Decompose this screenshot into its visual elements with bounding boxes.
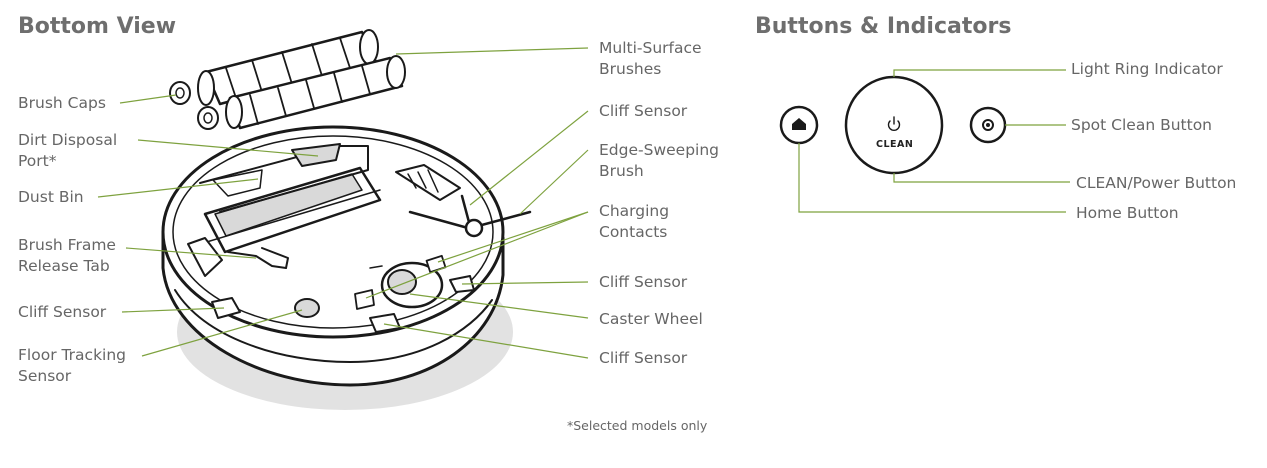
label-cliff-sensor-left: Cliff Sensor [18,303,107,321]
home-icon [792,118,806,130]
leader-lines-buttons [798,69,1070,213]
buttons-illustration [779,75,1007,175]
label-clean-power-button: CLEAN/Power Button [1076,174,1237,192]
label-brush-frame-release-tab: Brush Frame Release Tab [18,236,116,275]
edge-brush-shape [408,194,532,238]
label-floor-tracking-sensor: Floor Tracking Sensor [18,346,127,385]
dirt-port-shape [291,143,341,167]
leader-cliff-top [469,110,589,206]
clean-button-shape [844,75,944,175]
footnote: *Selected models only [567,418,708,433]
leader-cliff-left [121,307,225,313]
leader-home [798,143,1066,213]
leader-cliff-right [461,281,589,285]
cliff-sensor-left-shape [211,297,241,319]
cliff-sensor-bottom-shape [369,313,401,333]
brush-caps-shape [169,81,219,130]
leader-brush-frame [125,247,257,259]
label-dirt-disposal-port: Dirt Disposal Port* [18,131,118,170]
floor-tracking-shape [294,298,320,318]
label-brush-caps: Brush Caps [18,94,106,112]
buttons-indicators-title: Buttons & Indicators [755,14,1012,39]
leader-clean-power [893,173,1070,183]
label-cliff-sensor-top: Cliff Sensor [599,102,688,120]
drive-wheel-shape [395,164,461,201]
brush-frame-tab-shape [187,237,223,277]
label-light-ring-indicator: Light Ring Indicator [1071,60,1223,78]
brushes-illustration [169,29,406,130]
leader-floor-tracking [141,309,303,357]
label-home-button: Home Button [1076,204,1179,222]
label-cliff-sensor-bottom: Cliff Sensor [599,349,688,367]
robot-bottom-illustration [161,125,532,410]
bottom-view-title: Bottom View [18,14,177,39]
leader-brush-caps [119,94,177,104]
charging-contact-b [354,289,375,310]
leader-light-ring [893,69,1066,77]
label-edge-sweeping-brush: Edge-Sweeping Brush [599,141,719,180]
power-icon [887,116,901,131]
leader-charging-b [365,211,589,299]
label-dust-bin: Dust Bin [18,188,84,206]
leader-edge-brush [519,149,589,215]
leader-dirt-port [137,139,319,157]
label-charging-contacts: Charging Contacts [599,202,670,241]
leader-cliff-bottom [383,323,589,359]
leader-brushes [395,47,589,55]
leader-dust-bin [97,178,259,198]
label-spot-clean-button: Spot Clean Button [1071,116,1212,134]
label-multi-surface-brushes: Multi-Surface Brushes [599,39,702,78]
leader-caster [409,293,589,319]
label-cliff-sensor-right: Cliff Sensor [599,273,688,291]
clean-button-text: CLEAN [876,139,914,150]
leader-charging-a [437,211,589,263]
label-caster-wheel: Caster Wheel [599,310,703,328]
dust-bin-outline [199,145,369,213]
leader-lines-bottom-view [97,47,589,359]
